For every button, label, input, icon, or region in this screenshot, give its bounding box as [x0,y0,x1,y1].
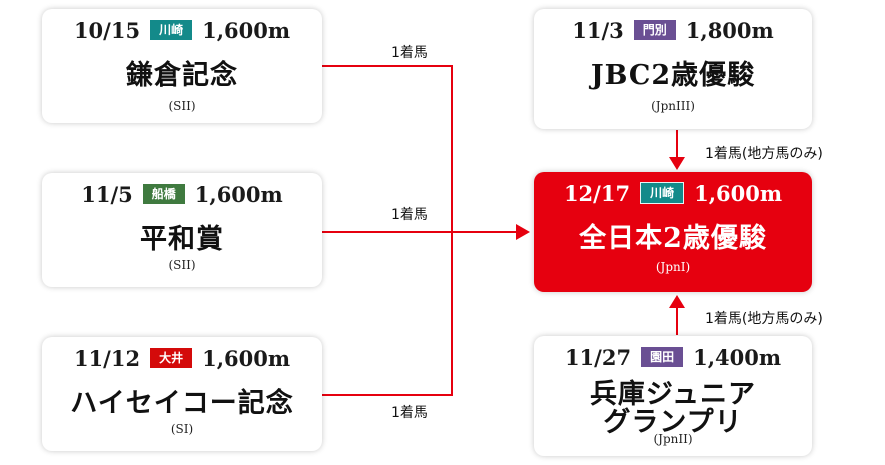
venue-badge: 川崎 [150,20,193,40]
race-date: 11/5 [81,181,133,207]
race-card-haiseiko[interactable]: 11/12 大井 1,600m ハイセイコー記念 (SI) [42,337,322,451]
label-winner-heiwa: 1着馬 [391,207,428,223]
venue-badge: 園田 [641,347,684,367]
race-distance: 1,600m [202,345,291,371]
race-distance: 1,600m [194,181,283,207]
venue-badge: 門別 [633,20,676,40]
race-card-hyogo[interactable]: 11/27 園田 1,400m 兵庫ジュニア グランプリ (JpnII) [534,336,812,456]
race-date: 11/27 [564,344,632,370]
race-header: 11/12 大井 1,600m [42,345,322,371]
race-date: 11/3 [572,17,624,43]
race-name: ハイセイコー記念 [70,388,294,419]
race-name: 全日本2歳優駿 [579,223,767,254]
label-winner-local-jbc: 1着馬(地方馬のみ) [705,146,823,162]
race-header: 10/15 川崎 1,600m [42,17,322,43]
label-winner-local-hyogo: 1着馬(地方馬のみ) [705,311,823,327]
arrow-to-final-bottom [669,295,685,308]
race-card-jbc[interactable]: 11/3 門別 1,800m JBC2歳優駿 (JpnIII) [534,9,812,129]
race-date: 10/15 [73,17,141,43]
race-name: JBC2歳優駿 [590,60,756,91]
arrow-to-final-top [669,157,685,170]
race-distance: 1,600m [694,180,783,206]
race-grade: (SII) [168,258,196,272]
race-distance: 1,400m [693,344,782,370]
race-header: 11/5 船橋 1,600m [42,181,322,207]
race-name-line1: 兵庫ジュニア [589,379,757,410]
race-date: 12/17 [563,180,631,206]
race-name: 鎌倉記念 [126,60,238,91]
race-grade: (JpnI) [655,260,691,274]
race-header: 11/3 門別 1,800m [534,17,812,43]
race-header: 12/17 川崎 1,600m [534,180,812,206]
connector-kamakura [322,65,453,232]
race-grade: (SII) [168,99,196,113]
race-card-heiwa[interactable]: 11/5 船橋 1,600m 平和賞 (SII) [42,173,322,287]
race-distance: 1,800m [685,17,774,43]
venue-badge: 船橋 [142,184,185,204]
race-header: 11/27 園田 1,400m [534,344,812,370]
race-card-final[interactable]: 12/17 川崎 1,600m 全日本2歳優駿 (JpnI) [534,172,812,292]
label-winner-haiseiko: 1着馬 [391,405,428,421]
race-grade: (SI) [170,422,194,436]
venue-badge: 川崎 [640,182,685,204]
race-name: 平和賞 [140,224,224,255]
connector-hyogo-ha [322,232,453,396]
race-grade: (JpnII) [653,432,693,446]
label-winner-kamakura: 1着馬 [391,45,428,61]
race-distance: 1,600m [202,17,291,43]
venue-badge: 大井 [150,348,193,368]
arrow-to-final-left [516,224,530,240]
race-card-kamakura[interactable]: 10/15 川崎 1,600m 鎌倉記念 (SII) [42,9,322,123]
race-grade: (JpnIII) [651,99,695,113]
race-name-line2: グランプリ [603,407,743,438]
race-date: 11/12 [73,345,141,371]
